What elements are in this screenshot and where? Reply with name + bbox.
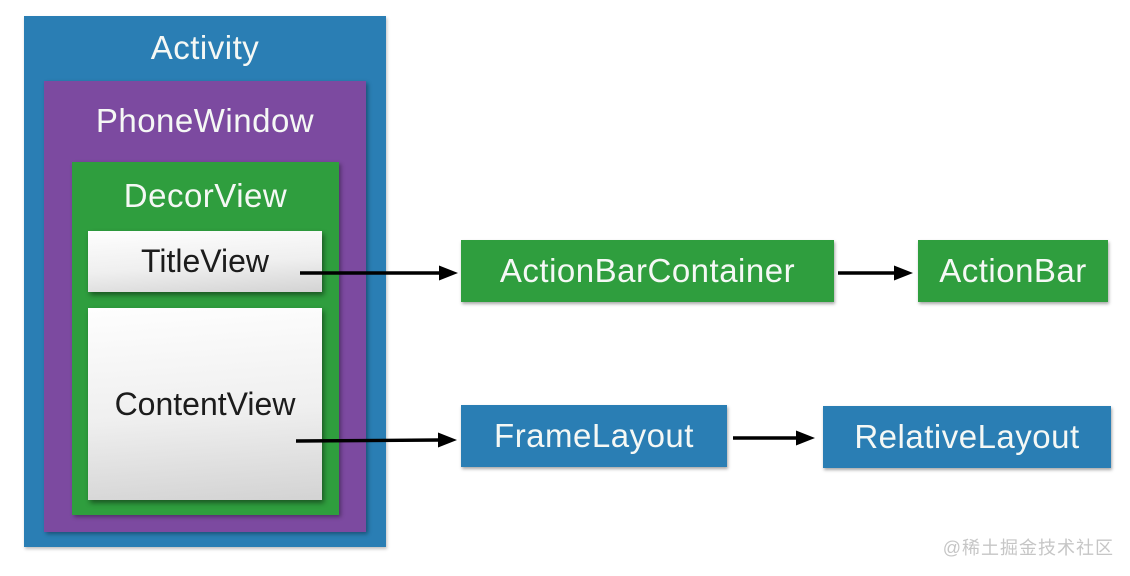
decorview-box: DecorView TitleView ContentView	[72, 162, 339, 515]
activity-box: Activity PhoneWindow DecorView TitleView…	[24, 16, 386, 547]
titleview-box: TitleView	[88, 231, 322, 292]
arrow-actionbarcontainer-to-actionbar	[838, 265, 913, 281]
actionbarcontainer-label: ActionBarContainer	[499, 252, 796, 289]
titleview-label: TitleView	[140, 243, 270, 279]
phonewindow-label: PhoneWindow	[95, 102, 315, 139]
phonewindow-box: PhoneWindow DecorView TitleView ContentV…	[44, 81, 366, 532]
contentview-label: ContentView	[114, 385, 296, 422]
framelayout-label: FrameLayout	[494, 417, 694, 454]
activity-label: Activity	[150, 29, 260, 66]
framelayout-node: FrameLayout	[461, 405, 727, 467]
watermark: @稀土掘金技术社区	[942, 538, 1114, 558]
arrow-framelayout-to-relativelayout	[733, 430, 815, 446]
decorview-label: DecorView	[123, 177, 288, 214]
actionbar-node: ActionBar	[918, 240, 1108, 302]
relativelayout-label: RelativeLayout	[854, 418, 1080, 455]
actionbarcontainer-node: ActionBarContainer	[461, 240, 834, 302]
actionbar-label: ActionBar	[939, 252, 1087, 289]
relativelayout-node: RelativeLayout	[823, 406, 1111, 468]
contentview-box: ContentView	[88, 308, 322, 500]
